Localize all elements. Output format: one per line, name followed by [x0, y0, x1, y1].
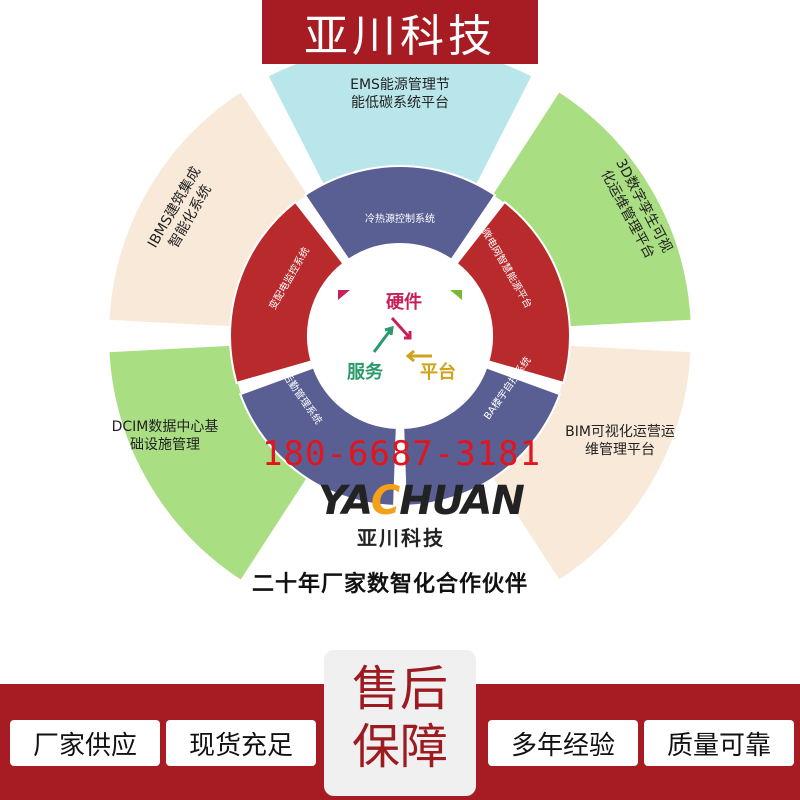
inner-label-hvac: 冷热源控制系统 [365, 212, 435, 225]
logo-part-a: YA [318, 478, 372, 524]
outer-label-bim: BIM可视化运营运维管理平台 [565, 424, 675, 458]
brand-logo: YACHUAN [318, 478, 525, 524]
center-circle [310, 246, 490, 426]
title-banner: 亚川科技 [262, 0, 538, 64]
inner-segment-microgrid [455, 200, 571, 385]
outer-label-dcim: DCIM数据中心基础设施管理 [112, 418, 219, 453]
arrow-hardware-platform [390, 316, 412, 340]
badge-line-2: 保障 [351, 719, 448, 775]
outer-label-ems: EMS能源管理节能低碳系统平台 [350, 77, 450, 111]
brand-name: 亚川科技 [357, 526, 445, 550]
inner-segment-ba [402, 366, 562, 507]
badge-line-1: 售后 [351, 661, 448, 717]
page-title: 亚川科技 [304, 11, 496, 62]
footer-tag-quality: 质量可靠 [644, 720, 794, 766]
footer-tag-stock: 现货充足 [166, 720, 316, 766]
footer-tag-factory: 厂家供应 [10, 720, 160, 766]
inner-segment-factory [238, 366, 398, 507]
corner-mark-right [450, 290, 462, 300]
arrow-platform-service [405, 349, 432, 363]
outer-segment-ems [266, 43, 534, 188]
after-sales-badge: 售后 保障 [324, 650, 476, 796]
center-label-platform: 平台 [420, 361, 456, 383]
phone-number: 180-6687-3181 [262, 434, 542, 474]
footer-tag-experience: 多年经验 [488, 720, 638, 766]
logo-part-o: C [370, 478, 400, 524]
inner-segment-power [229, 200, 345, 385]
slogan: 二十年厂家数智化合作伙伴 [252, 572, 529, 597]
center-label-service: 服务 [347, 361, 384, 383]
center-label-hardware: 硬件 [386, 291, 422, 313]
corner-mark-left [338, 290, 350, 300]
arrow-service-hardware [372, 325, 394, 353]
inner-segment-hvac [303, 165, 497, 262]
logo-part-b: HUAN [399, 478, 525, 524]
